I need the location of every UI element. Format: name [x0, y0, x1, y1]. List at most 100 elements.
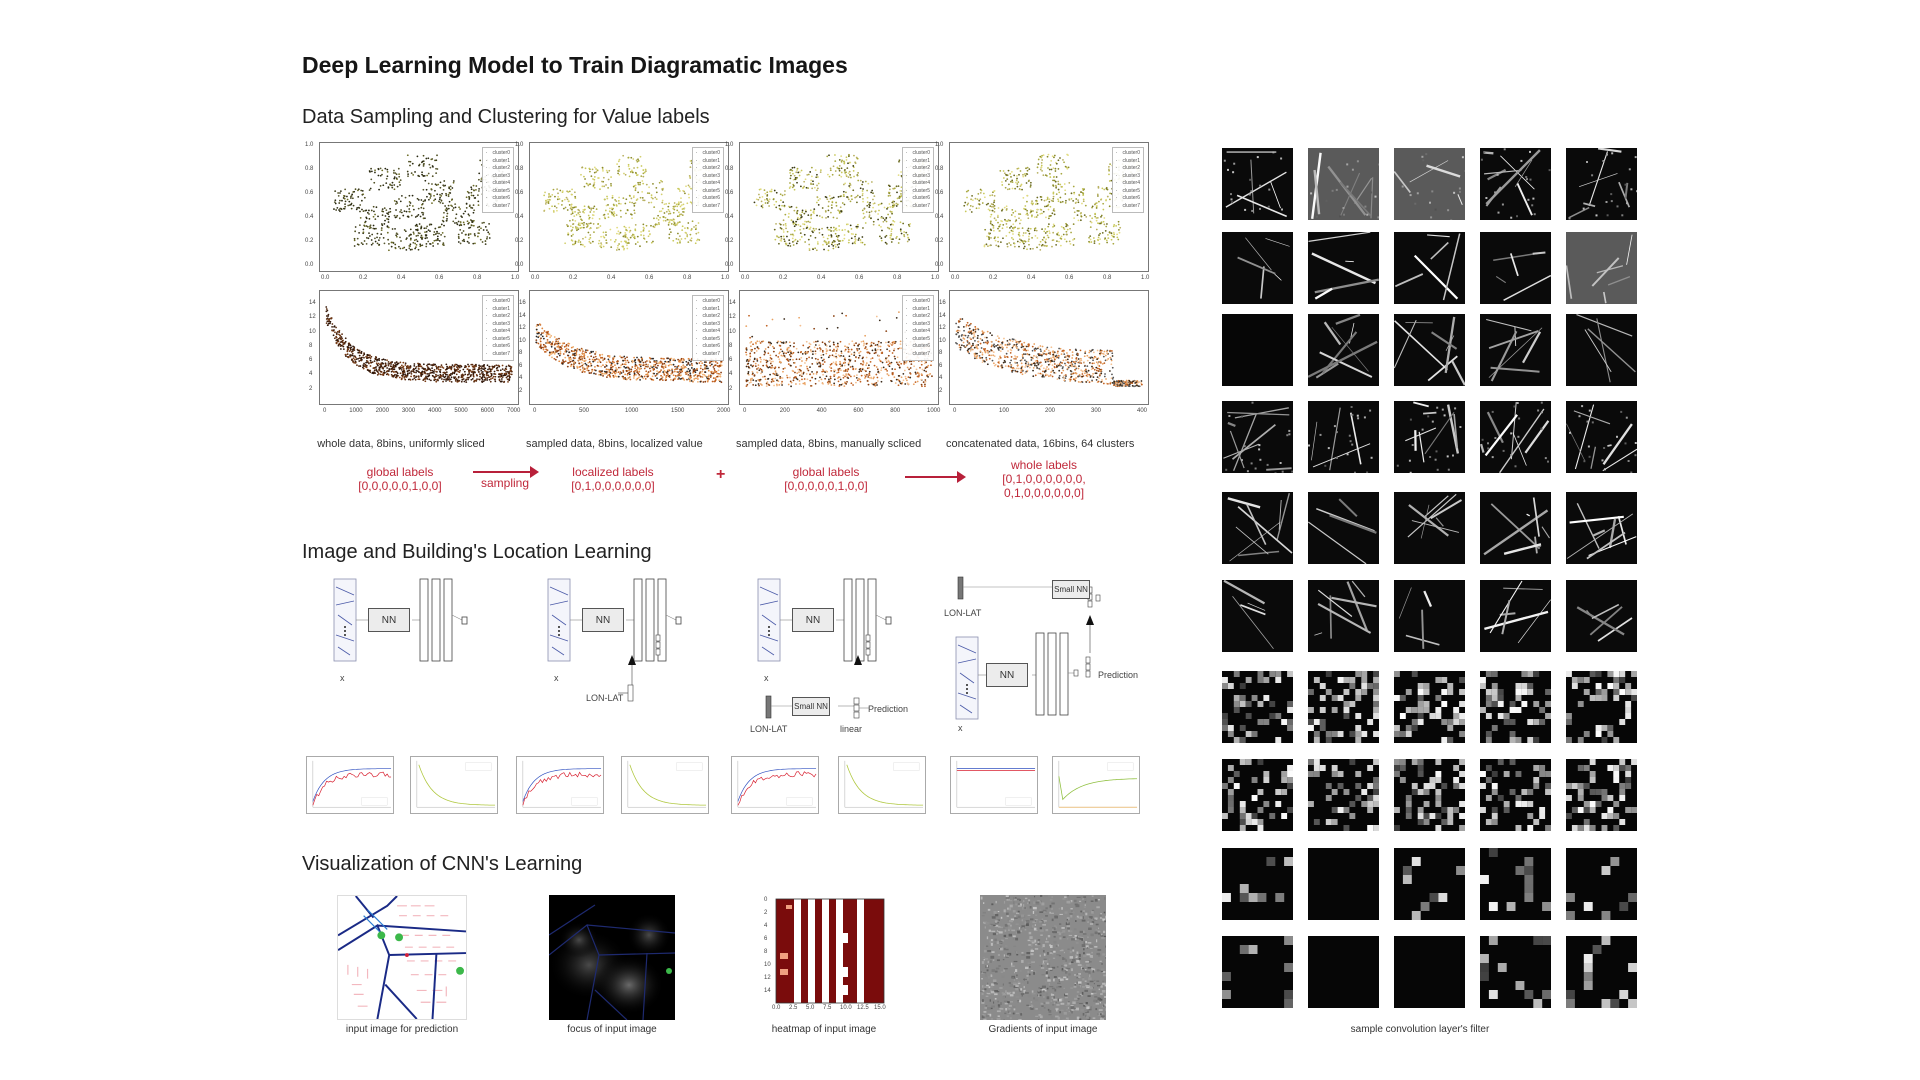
- accuracy-curve-plot: [516, 756, 604, 814]
- y-tick-label: 12: [939, 325, 946, 331]
- x-tick-label: 0: [743, 408, 747, 414]
- heatmap-y-tick: 12: [764, 975, 771, 981]
- legend-item: cluster1: [1116, 158, 1140, 166]
- y-tick-label: 12: [519, 325, 526, 331]
- global-labels-1: global labels [0,0,0,0,0,1,0,0]: [345, 465, 455, 493]
- y-tick-label: 6: [729, 357, 733, 364]
- legend-item: cluster2: [696, 165, 720, 173]
- x-label-3: x: [764, 673, 769, 683]
- global-labels-2-title: global labels: [792, 465, 860, 479]
- filter-tile: [1222, 848, 1293, 920]
- filter-tile: [1480, 671, 1551, 743]
- y-tick-label: 4: [309, 371, 313, 378]
- filter-tile: [1480, 232, 1551, 304]
- legend-item: cluster4: [486, 180, 510, 188]
- y-tick-label: 8: [729, 342, 733, 349]
- legend-item: cluster2: [696, 313, 720, 321]
- legend-item: cluster6: [486, 195, 510, 203]
- y-tick-label: 0.8: [935, 166, 944, 172]
- legend-item: cluster5: [1116, 188, 1140, 196]
- heatmap-y-tick: 6: [764, 936, 768, 942]
- y-tick-label: 10: [939, 337, 946, 344]
- x-tick-label: 800: [890, 408, 901, 414]
- legend-item: cluster1: [486, 158, 510, 166]
- legend-item: cluster5: [906, 336, 930, 344]
- x-tick-label: 200: [1045, 408, 1056, 414]
- legend-item: cluster7: [906, 351, 930, 359]
- lonlat-label-2: LON-LAT: [586, 693, 624, 703]
- legend-item: cluster2: [906, 313, 930, 321]
- legend-item: cluster1: [486, 306, 510, 314]
- x-tick-label: 6000: [480, 408, 495, 414]
- y-tick-label: 0.8: [725, 166, 734, 172]
- x-tick-label: 0.4: [397, 275, 406, 281]
- x-tick-label: 0.0: [531, 275, 540, 281]
- nn-box-1: NN: [368, 608, 410, 632]
- caption-input-image: input image for prediction: [345, 1024, 459, 1035]
- x-tick-label: 0.6: [435, 275, 444, 281]
- filter-tile: [1566, 848, 1637, 920]
- y-tick-label: 14: [519, 312, 526, 319]
- y-tick-label: 1.0: [515, 142, 524, 148]
- cluster-scatter-plot: cluster0cluster1cluster2cluster3cluster4…: [739, 142, 939, 272]
- x-tick-label: 1.0: [511, 275, 520, 281]
- x-tick-label: 0.6: [645, 275, 654, 281]
- prediction-label-3: Prediction: [868, 704, 909, 714]
- legend: cluster0cluster1cluster2cluster3cluster4…: [901, 147, 934, 213]
- filter-tile: [1480, 759, 1551, 831]
- x-tick-label: 0: [533, 408, 537, 414]
- cluster-scatter-plot: cluster0cluster1cluster2cluster3cluster4…: [319, 142, 519, 272]
- y-tick-label: 16: [519, 300, 526, 306]
- y-tick-label: 0.6: [935, 190, 944, 196]
- legend-item: cluster4: [486, 328, 510, 336]
- filter-tile: [1480, 148, 1551, 220]
- filter-tile: [1222, 759, 1293, 831]
- y-tick-label: 10: [309, 328, 316, 335]
- global-labels-2-vector: [0,0,0,0,0,1,0,0]: [784, 479, 868, 493]
- x-tick-label: 400: [1137, 408, 1148, 414]
- legend-item: cluster4: [1116, 180, 1140, 188]
- filter-tile: [1222, 580, 1293, 652]
- legend: cluster0cluster1cluster2cluster3cluster4…: [481, 295, 514, 361]
- filter-tile: [1222, 492, 1293, 564]
- y-tick-label: 8: [309, 342, 313, 349]
- caption-sampled-manual: sampled data, 8bins, manually scliced: [736, 438, 922, 450]
- x-tick-label: 0.0: [741, 275, 750, 281]
- y-tick-label: 0.2: [515, 238, 524, 244]
- filter-tile: [1222, 232, 1293, 304]
- nn-diagram-1: [330, 575, 480, 675]
- legend-item: cluster6: [906, 343, 930, 351]
- filter-tile: [1394, 671, 1465, 743]
- x-tick-label: 1.0: [1141, 275, 1150, 281]
- x-tick-label: 0.0: [951, 275, 960, 281]
- legend-item: cluster7: [906, 203, 930, 211]
- legend-item: cluster0: [906, 150, 930, 158]
- filter-tile: [1566, 148, 1637, 220]
- heatmap-x-tick: 12.5: [857, 1005, 869, 1011]
- x-tick-label: 0.0: [321, 275, 330, 281]
- caption-heatmap: heatmap of input image: [771, 1024, 877, 1035]
- y-tick-label: 6: [519, 362, 523, 369]
- y-tick-label: 2: [519, 387, 523, 394]
- filter-tile: [1566, 401, 1637, 473]
- filter-tile: [1222, 401, 1293, 473]
- legend-item: cluster1: [696, 158, 720, 166]
- filter-tile: [1480, 401, 1551, 473]
- filter-tile: [1566, 232, 1637, 304]
- y-tick-label: 0.6: [515, 190, 524, 196]
- filter-tile: [1394, 314, 1465, 386]
- filter-tile: [1308, 671, 1379, 743]
- legend-item: cluster0: [696, 150, 720, 158]
- y-tick-label: 0.6: [725, 190, 734, 196]
- y-tick-label: 2: [309, 385, 313, 392]
- nn-box-3: NN: [792, 608, 834, 632]
- cluster-distribution-plot: cluster0cluster1cluster2cluster3cluster4…: [529, 290, 729, 405]
- legend-item: cluster3: [1116, 173, 1140, 181]
- legend: cluster0cluster1cluster2cluster3cluster4…: [691, 147, 724, 213]
- heatmap-y-tick: 14: [764, 988, 771, 994]
- global-labels-1-vector: [0,0,0,0,0,1,0,0]: [358, 479, 442, 493]
- filter-tile: [1308, 759, 1379, 831]
- filter-tile: [1308, 232, 1379, 304]
- legend-item: cluster2: [486, 313, 510, 321]
- sampling-arrow: [473, 466, 539, 478]
